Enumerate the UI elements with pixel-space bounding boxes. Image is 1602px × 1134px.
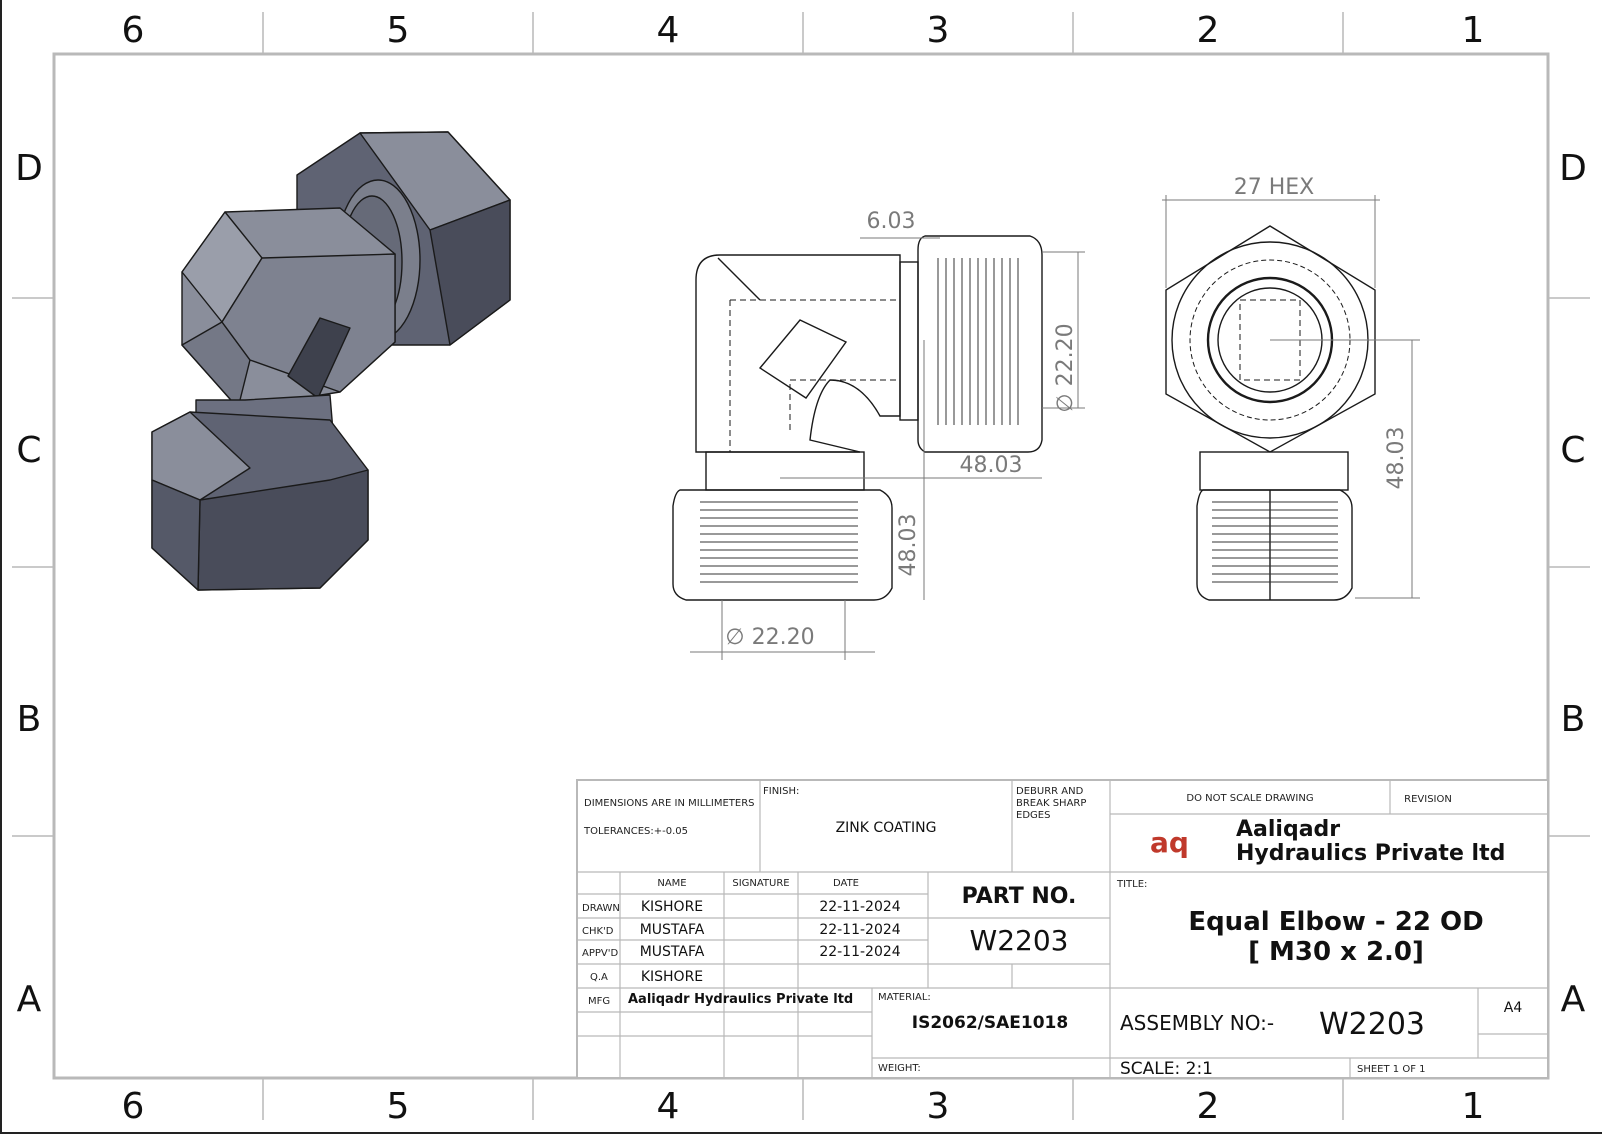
tb-col-date: DATE <box>833 878 859 889</box>
tb-row-role: APPV'D <box>582 948 618 959</box>
tb-deburr-3: EDGES <box>1016 810 1050 821</box>
tb-assembly-value: W2203 <box>1319 1007 1425 1042</box>
zone-col-2: 2 <box>1197 10 1220 51</box>
zone-col-1: 1 <box>1462 10 1485 51</box>
iso-body-face <box>221 253 396 393</box>
tb-material-label: MATERIAL: <box>878 992 931 1003</box>
iso-logo-plate <box>287 317 351 399</box>
front-view <box>672 235 1043 601</box>
zone-labels-right: D C B A <box>1559 148 1587 1020</box>
title-block: DIMENSIONS ARE IN MILLIMETERS TOLERANCES… <box>576 779 1549 1079</box>
iso-nut-left-face <box>151 479 201 591</box>
zone-row-d: D <box>15 148 43 189</box>
zone-col-4: 4 <box>657 10 680 51</box>
tb-row-name: MUSTAFA <box>640 944 705 960</box>
tb-row-role: CHK'D <box>582 926 614 937</box>
tb-finish-label: FINISH: <box>763 786 799 797</box>
zone-col-3: 3 <box>927 10 950 51</box>
tb-material-value: IS2062/SAE1018 <box>912 1013 1068 1033</box>
zone-row-b: B <box>17 699 42 740</box>
tb-mfg-value: Aaliqadr Hydraulics Private ltd <box>628 992 853 1007</box>
zone-col-3-bottom: 3 <box>927 1086 950 1127</box>
zone-row-c-right: C <box>1560 430 1585 471</box>
zone-col-6-bottom: 6 <box>122 1086 145 1127</box>
zone-labels-left: D C B A <box>15 148 43 1020</box>
tb-title-line1: Equal Elbow - 22 OD <box>1188 907 1483 937</box>
zone-labels-top: 6 5 4 3 2 1 <box>122 10 1485 51</box>
zone-row-d-right: D <box>1559 148 1587 189</box>
tb-row-date: 22-11-2024 <box>819 944 900 960</box>
zone-col-2-bottom: 2 <box>1197 1086 1220 1127</box>
front-dimension-lines <box>690 237 1085 660</box>
tb-col-signature: SIGNATURE <box>732 878 789 889</box>
front-neck-right <box>899 261 919 421</box>
tb-row-date: 22-11-2024 <box>819 899 900 915</box>
tb-revision-label: REVISION <box>1404 794 1452 805</box>
tb-company-line2: Hydraulics Private ltd <box>1236 841 1505 866</box>
front-thread-right <box>937 258 1019 425</box>
tb-row-name: KISHORE <box>641 969 703 985</box>
title-block-grid <box>577 780 1548 1078</box>
isometric-view <box>151 131 511 591</box>
zone-col-6: 6 <box>122 10 145 51</box>
tb-approval-rows: DRAWN KISHORE 22-11-2024 CHK'D MUSTAFA 2… <box>582 899 901 985</box>
tb-scale-note: DO NOT SCALE DRAWING <box>1186 793 1313 804</box>
dim-side-height: 48.03 <box>1384 427 1409 490</box>
dim-front-height: 48.03 <box>896 514 921 577</box>
tb-company-line1: Aaliqadr <box>1236 817 1340 842</box>
iso-nut-left-top <box>151 411 251 501</box>
dim-front-diameter-bottom: ∅ 22.20 <box>725 625 814 650</box>
side-thread-bottom <box>1212 501 1338 583</box>
front-bore-hidden <box>729 299 898 452</box>
tb-size: A4 <box>1504 1000 1523 1016</box>
zone-row-a: A <box>17 979 42 1020</box>
zone-col-1-bottom: 1 <box>1462 1086 1485 1127</box>
zone-row-b-right: B <box>1561 699 1586 740</box>
tb-logo: aq <box>1150 826 1189 859</box>
zone-row-a-right: A <box>1561 979 1586 1020</box>
tb-weight-label: WEIGHT: <box>878 1063 921 1074</box>
front-chamfer <box>717 257 761 301</box>
front-nut-right <box>917 235 1043 453</box>
tb-finish-value: ZINK COATING <box>836 820 937 836</box>
zone-col-4-bottom: 4 <box>657 1086 680 1127</box>
tb-tolerance-note: TOLERANCES:+-0.05 <box>583 826 688 837</box>
zone-dividers <box>12 12 1590 1120</box>
dim-front-width: 48.03 <box>960 453 1023 478</box>
tb-scale: SCALE: 2:1 <box>1120 1059 1213 1079</box>
tb-row-name: MUSTAFA <box>640 922 705 938</box>
tb-col-name: NAME <box>657 878 686 889</box>
zone-col-5-bottom: 5 <box>387 1086 410 1127</box>
title-block-frame <box>576 779 1549 1079</box>
tb-row-name: KISHORE <box>641 899 703 915</box>
tb-units-note: DIMENSIONS ARE IN MILLIMETERS <box>584 798 754 809</box>
front-logo-plate <box>758 319 848 399</box>
side-nut-bottom <box>1196 489 1353 601</box>
dim-side-hex: 27 HEX <box>1234 175 1315 200</box>
front-neck-bottom <box>705 451 865 491</box>
tb-row-role: DRAWN <box>582 903 620 914</box>
tb-deburr-2: BREAK SHARP <box>1016 798 1086 809</box>
tb-part-no-label: PART NO. <box>962 884 1077 909</box>
tb-deburr-1: DEBURR AND <box>1016 786 1084 797</box>
zone-row-c: C <box>16 430 41 471</box>
tb-mfg-label: MFG <box>588 996 610 1007</box>
tb-row-date: 22-11-2024 <box>819 922 900 938</box>
tb-row-role: Q.A <box>590 972 608 983</box>
tb-title-line2: [ M30 x 2.0] <box>1248 937 1424 967</box>
zone-labels-bottom: 6 5 4 3 2 1 <box>122 1086 1485 1127</box>
tb-title-label: TITLE: <box>1116 879 1147 890</box>
side-dimension-lines <box>1162 195 1420 599</box>
tb-part-no-value: W2203 <box>970 924 1069 957</box>
zone-col-5: 5 <box>387 10 410 51</box>
front-body-outline <box>695 254 901 453</box>
front-thread-bottom <box>700 501 858 583</box>
iso-nut-right-side <box>429 199 511 346</box>
tb-sheet: SHEET 1 OF 1 <box>1357 1064 1426 1075</box>
dim-front-diameter-right: ∅ 22.20 <box>1053 323 1078 412</box>
tb-assembly-label: ASSEMBLY NO:- <box>1120 1011 1274 1035</box>
front-nut-bottom <box>672 489 893 601</box>
dim-front-thread-len: 6.03 <box>867 209 916 234</box>
